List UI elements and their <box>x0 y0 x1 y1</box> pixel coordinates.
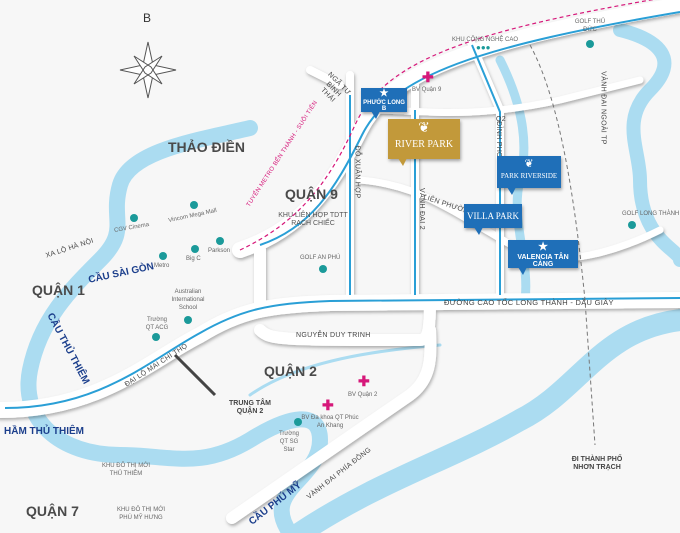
star-icon: ★ <box>379 88 389 99</box>
area-phu-my-hung: KHU ĐÔ THỊ MỚI PHÚ MỸ HƯNG <box>116 507 166 521</box>
poi-bv-phuc-an-khang: BV Đa khoa QT Phúc An Khang <box>301 415 359 429</box>
poi-acg: Trường QT ACG <box>145 317 169 331</box>
compass-icon <box>119 41 177 99</box>
poi-dot <box>628 221 636 229</box>
area-thu-thiem: KHU ĐÔ THỊ MỚI THỦ THIÊM <box>101 463 151 477</box>
area-khu-lien-hop: KHU LIÊN HỢP TDTT RẠCH CHIẾC <box>278 212 348 227</box>
rivers <box>20 23 680 533</box>
project-label: VALENCIA TÂN CẢNG <box>517 254 569 268</box>
poi-dot <box>130 214 138 222</box>
poi-dot <box>586 40 594 48</box>
label-ham-thu-thiem: HẦM THỦ THIÊM <box>4 426 84 437</box>
road-nguyen-duy-trinh: NGUYỄN DUY TRINH <box>296 332 371 339</box>
project-phuoc-long-b[interactable]: ★ PHƯỚC LONG B <box>361 88 407 119</box>
poi-dot <box>319 265 327 273</box>
poi-golf-an-phu: GOLF AN PHÚ <box>300 255 341 261</box>
project-park-riverside[interactable]: ❦ PARK RIVERSIDE <box>497 156 561 195</box>
poi-parkson: Parkson <box>208 248 231 254</box>
district-quan7: QUẬN 7 <box>26 503 79 519</box>
poi-dot <box>190 201 198 209</box>
area-nhon-trach: ĐI THÀNH PHỐ NHƠN TRẠCH <box>571 456 623 471</box>
poi-dot <box>294 418 302 426</box>
district-quan9: QUẬN 9 <box>285 186 338 202</box>
project-valencia[interactable]: ★ VALENCIA TÂN CẢNG <box>508 240 578 275</box>
poi-golf-thu-duc: GOLF THỦ ĐỨC <box>574 19 606 33</box>
leaf-logo-icon: ❦ <box>418 121 430 136</box>
outer-ring-road <box>529 44 596 446</box>
road-do-xuan-hop: ĐỖ XUÂN HỢP <box>353 145 361 199</box>
star-icon: ★ <box>538 241 548 253</box>
poi-metro: Metro <box>154 263 170 269</box>
poi-bv-q9: BV Quận 9 <box>412 87 442 93</box>
project-river-park[interactable]: ❦ RIVER PARK <box>388 119 460 166</box>
poi-dot <box>159 252 167 260</box>
poi-dot <box>152 333 160 341</box>
project-label: RIVER PARK <box>394 139 454 150</box>
road-q2: Q2 <box>496 116 506 123</box>
poi-dot <box>216 237 224 245</box>
district-quan1: QUẬN 1 <box>32 282 85 298</box>
project-label: PHƯỚC LONG B <box>363 100 405 112</box>
hospital-icon: ✚ <box>358 373 370 389</box>
road-vanh-dai-ngoai: VÀNH ĐAI NGOÀI TP <box>599 71 607 145</box>
district-quan2: QUẬN 2 <box>264 363 317 379</box>
poi-golf-long-thanh: GOLF LONG THÀNH <box>622 211 680 217</box>
poi-bv-q2: BV Quận 2 <box>348 392 378 398</box>
leaf-logo-icon: ❦ <box>524 158 534 170</box>
area-khu-cong-nghe-cao: KHU CÔNG NGHỆ CAO <box>452 37 519 43</box>
poi-dot <box>184 316 192 324</box>
thu-thiem-bridge <box>173 353 217 397</box>
tech-park-dots-icon: ●●● <box>476 43 491 52</box>
road-cao-toc: ĐƯỜNG CAO TỐC LONG THÀNH - DẦU GIÂY <box>444 298 614 307</box>
poi-sg-star: Trường QT SG Star <box>278 431 300 453</box>
hospital-icon: ✚ <box>422 69 434 85</box>
project-villa-park[interactable]: VILLA PARK <box>464 204 522 235</box>
poi-ais: Australian International School <box>171 289 205 311</box>
project-label: PARK RIVERSIDE <box>500 172 558 180</box>
area-trung-tam-q2: TRUNG TÂM QUẬN 2 <box>229 400 271 415</box>
compass-north-label: B <box>143 11 152 25</box>
poi-bigc: Big C <box>186 256 201 262</box>
district-thao-dien: THẢO ĐIỀN <box>168 139 245 155</box>
hospital-icon: ✚ <box>322 397 334 413</box>
road-lines <box>4 11 680 409</box>
poi-dot <box>191 245 199 253</box>
project-label: VILLA PARK <box>467 211 519 221</box>
